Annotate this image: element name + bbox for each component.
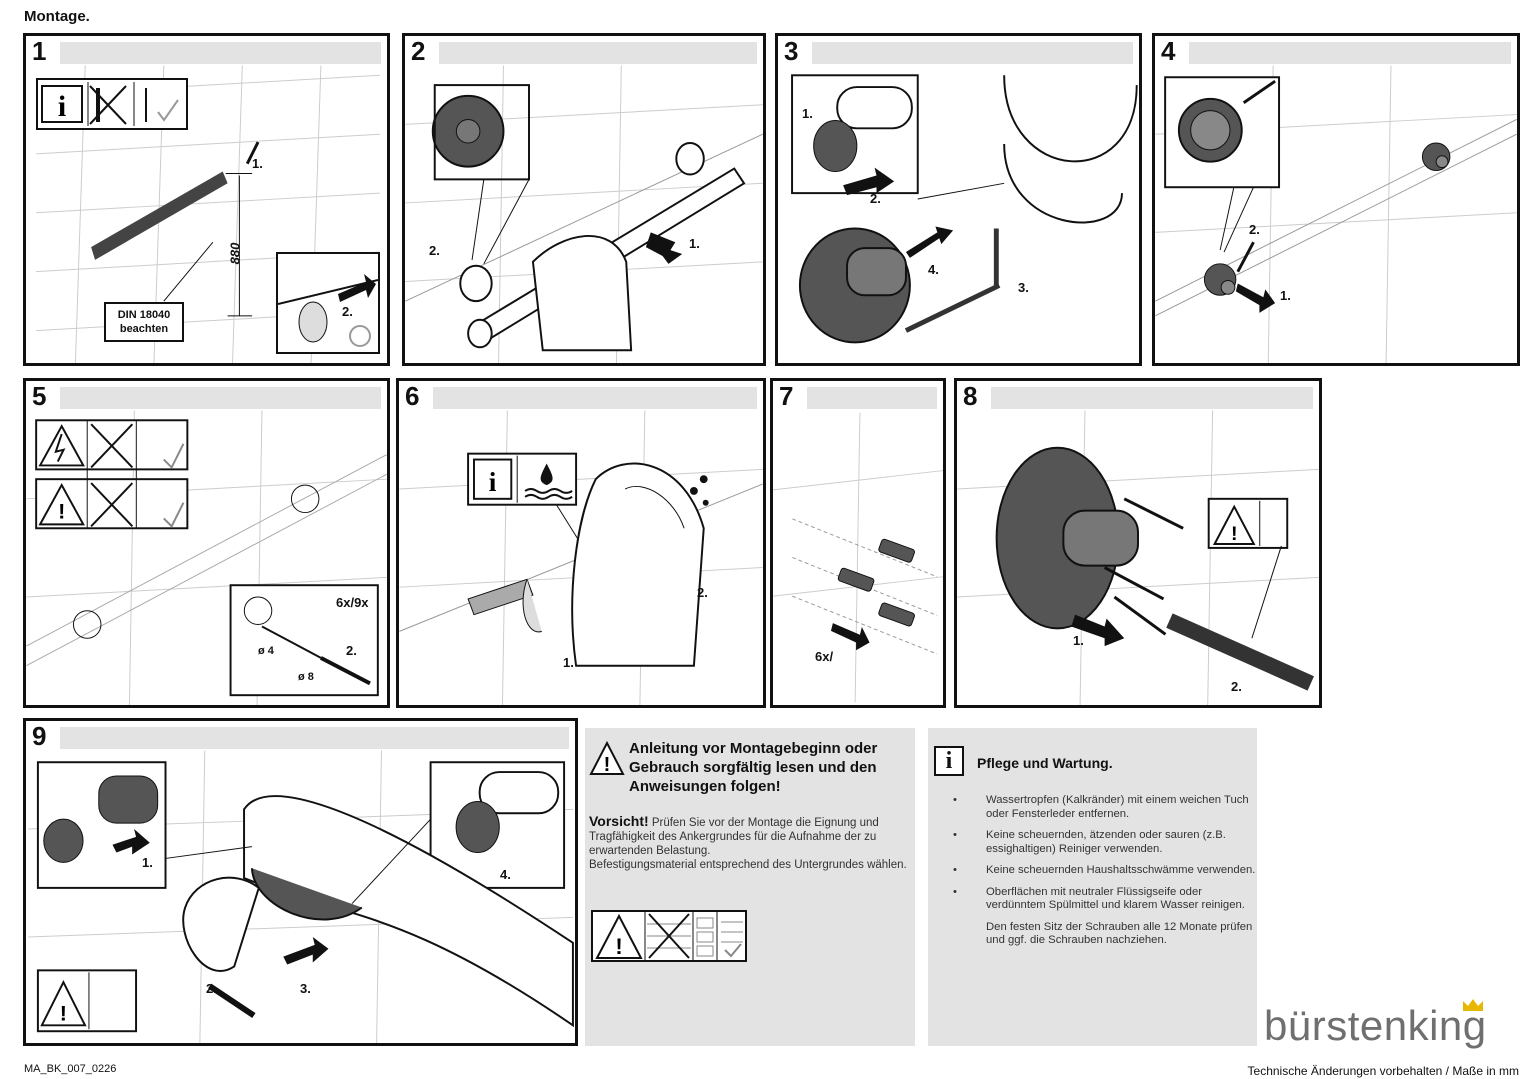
care-item: •Oberflächen mit neutraler Flüssigseife … [953, 885, 1245, 912]
step-label-1: 1. [689, 236, 700, 251]
info-icon: i [934, 746, 964, 776]
care-list: •Wassertropfen (Kalkränder) mit einem we… [928, 794, 1257, 956]
screw-fixing-illustration: ! [957, 410, 1319, 705]
svg-text:!: ! [60, 1000, 67, 1025]
step-number: 7 [779, 381, 794, 411]
disclaimer: Technische Änderungen vorbehalten / Maße… [1247, 1064, 1519, 1078]
step-label-4: 4. [928, 262, 939, 277]
step-number: 5 [32, 381, 47, 411]
step-number: 6 [405, 381, 420, 411]
step-number: 1 [32, 36, 47, 66]
step-label-2: 2. [1249, 222, 1260, 237]
final-assembly-illustration: ! [28, 750, 574, 1043]
bullet-icon: • [953, 864, 957, 876]
step-label-3: 3. [1018, 280, 1029, 295]
mounting-flange-illustration [791, 74, 1138, 344]
warning-icon: ! [589, 740, 625, 776]
drilling-illustration: ! [26, 410, 387, 705]
caution-text: Prüfen Sie vor der Montage die Eignung u… [589, 817, 879, 857]
care-heading: Pflege und Wartung. [977, 755, 1113, 771]
step-label-1: 1. [142, 855, 153, 870]
step-header-bar [60, 387, 381, 409]
step-label-1: 1. [1280, 288, 1291, 303]
step-label-4: 4. [500, 867, 511, 882]
step-label-2: 2. [870, 191, 881, 206]
step-panel-3: 3 1. 2. 3. 4. [775, 33, 1142, 366]
din-note-box: DIN 18040 beachten [104, 302, 184, 342]
diameter-8-label: ø 8 [298, 671, 314, 683]
grab-bar-illustration [405, 65, 763, 363]
caution-paragraph: Vorsicht! Prüfen Sie vor der Montage die… [589, 814, 911, 858]
svg-text:!: ! [1231, 523, 1238, 545]
wall-plug-illustration [773, 412, 943, 703]
step-panel-4: 4 1. 2. [1152, 33, 1520, 366]
step-header-bar [433, 387, 757, 409]
diameter-4-label: ø 4 [258, 645, 274, 657]
step-header-bar [60, 42, 381, 64]
step-header-bar [812, 42, 1133, 64]
svg-text:!: ! [58, 498, 65, 523]
height-dimension: 880 [227, 242, 243, 265]
step-header-bar [807, 387, 937, 409]
drill-count-label: 6x/9x [336, 595, 369, 610]
svg-text:!: ! [615, 934, 622, 959]
step-label-1: 1. [563, 655, 574, 670]
bullet-icon: • [953, 885, 957, 898]
cleaning-illustration: i [399, 410, 763, 705]
brand-name: bürstenking [1264, 1002, 1487, 1049]
wall-type-warning-icon: ! [591, 910, 747, 962]
page-title: Montage. [24, 8, 90, 25]
step-panel-1: 1 i 1. 880 DIN 18040 beachten 2. [23, 33, 390, 366]
svg-text:i: i [58, 90, 66, 123]
bullet-icon: • [953, 794, 957, 806]
step-label-2: 2. [429, 243, 440, 258]
step-label-1: 1. [252, 156, 263, 171]
step-panel-2: 2 1. 2. [402, 33, 766, 366]
step-label-3: 3. [300, 981, 311, 996]
step-header-bar [1189, 42, 1511, 64]
step-panel-9: ! 9 1. 2. 3. 4. [23, 718, 578, 1046]
care-item: •Wassertropfen (Kalkränder) mit einem we… [953, 794, 1249, 820]
fastening-text: Befestigungsmaterial entsprechend des Un… [589, 859, 907, 871]
svg-text:i: i [489, 467, 497, 497]
info-tool-box: i [36, 78, 188, 130]
caution-label: Vorsicht! [589, 813, 649, 829]
step-panel-5: ! 5 6x/9x ø 4 ø 8 2. [23, 378, 390, 708]
brand-logo: bürstenking [1264, 999, 1524, 1052]
step-label-2: 2. [342, 304, 353, 319]
step-label-2: 2. [346, 643, 357, 658]
plug-count-label: 6x/ [815, 649, 834, 664]
step-header-bar [439, 42, 757, 64]
step-panel-6: i 6 1. 2. [396, 378, 766, 708]
step-header-bar [991, 387, 1313, 409]
step-number: 2 [411, 36, 426, 66]
step-header-bar [60, 727, 569, 749]
step-number: 9 [32, 721, 47, 751]
marking-holes-illustration [1155, 65, 1517, 363]
warning-heading: Anleitung vor Montagebeginn oder Gebrauc… [629, 740, 878, 795]
care-item: •Keine scheuernden Haushaltsschwämme ver… [953, 864, 1256, 876]
step-panel-8: ! 8 1. 2. [954, 378, 1322, 708]
step-label-2: 2. [1231, 679, 1242, 694]
step-panel-7: 7 6x/ [770, 378, 946, 708]
step-number: 8 [963, 381, 978, 411]
crown-icon [1463, 999, 1483, 1011]
care-note: Den festen Sitz der Schrauben alle 12 Mo… [986, 920, 1253, 947]
step-number: 4 [1161, 36, 1176, 66]
care-maintenance-box: i Pflege und Wartung. •Wassertropfen (Ka… [928, 728, 1257, 1046]
step-label-2: 2. [206, 981, 217, 996]
care-item: •Keine scheuernden, ätzenden oder sauren… [953, 829, 1226, 855]
bullet-icon: • [953, 829, 957, 841]
document-code: MA_BK_007_0226 [24, 1063, 117, 1075]
step-label-1: 1. [802, 106, 813, 121]
tape-removal-box [276, 252, 380, 354]
warning-info-box: ! Anleitung vor Montagebeginn oder Gebra… [585, 728, 915, 1046]
svg-text:!: ! [604, 754, 611, 776]
step-label-2: 2. [697, 585, 708, 600]
step-label-1: 1. [1073, 633, 1084, 648]
step-number: 3 [784, 36, 799, 66]
